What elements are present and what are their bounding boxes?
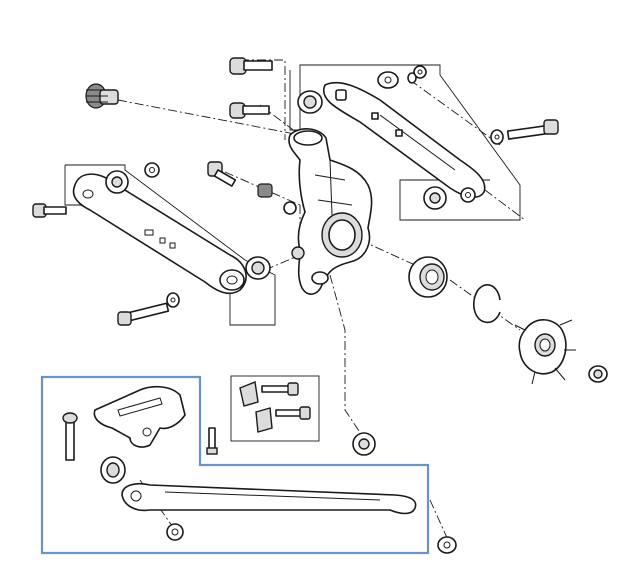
- bracket-kit-frame: [230, 375, 320, 442]
- nut-knuckle[interactable]: [257, 183, 273, 198]
- nut-hub[interactable]: [588, 365, 608, 383]
- bushing-trailing-rear[interactable]: [352, 432, 376, 456]
- bushing-upper-right[interactable]: [423, 186, 447, 210]
- bushing-trailing-front[interactable]: [100, 456, 126, 484]
- bolt-top-mid[interactable]: [229, 102, 270, 119]
- trailing-arm-bracket[interactable]: [93, 385, 186, 448]
- washer-upper-right[interactable]: [490, 129, 504, 145]
- nut-trailing-rear[interactable]: [437, 536, 457, 554]
- nut-trailing-front[interactable]: [166, 523, 184, 541]
- bolt-knuckle[interactable]: [207, 161, 237, 187]
- nut-upper-right[interactable]: [460, 187, 476, 203]
- wheel-bearing[interactable]: [408, 256, 448, 298]
- steering-knuckle[interactable]: [288, 128, 373, 295]
- washer-upper-arm[interactable]: [413, 65, 427, 79]
- bolt-trailing-bracket[interactable]: [62, 412, 78, 461]
- washer-lower-front[interactable]: [166, 292, 180, 308]
- bushing-lower-front-right[interactable]: [245, 256, 271, 280]
- snap-ring[interactable]: [473, 284, 501, 324]
- bolt-lower-front-left[interactable]: [32, 203, 67, 218]
- bolt-top-left[interactable]: [229, 57, 273, 75]
- bracket-kit[interactable]: [239, 381, 311, 433]
- washer-knuckle[interactable]: [283, 201, 297, 215]
- bushing-lower-front-left[interactable]: [105, 170, 129, 194]
- nut-upper-arm[interactable]: [377, 71, 399, 89]
- lower-front-control-arm[interactable]: [72, 173, 247, 295]
- bolt-upper-arm-right[interactable]: [506, 119, 559, 140]
- nut-lower-front[interactable]: [144, 162, 160, 178]
- washer-upper-arm-2[interactable]: [407, 72, 417, 84]
- bushing-upper-left[interactable]: [297, 90, 323, 114]
- trailing-arm-group-outline: [40, 375, 430, 555]
- stud-trailing[interactable]: [206, 427, 218, 455]
- trailing-arm[interactable]: [121, 482, 417, 515]
- lower-arm-frame: [64, 164, 276, 326]
- ball-joint[interactable]: [85, 83, 119, 109]
- upper-control-arm[interactable]: [322, 81, 486, 199]
- bolt-lower-front-right[interactable]: [117, 302, 170, 326]
- wheel-hub[interactable]: [514, 319, 576, 385]
